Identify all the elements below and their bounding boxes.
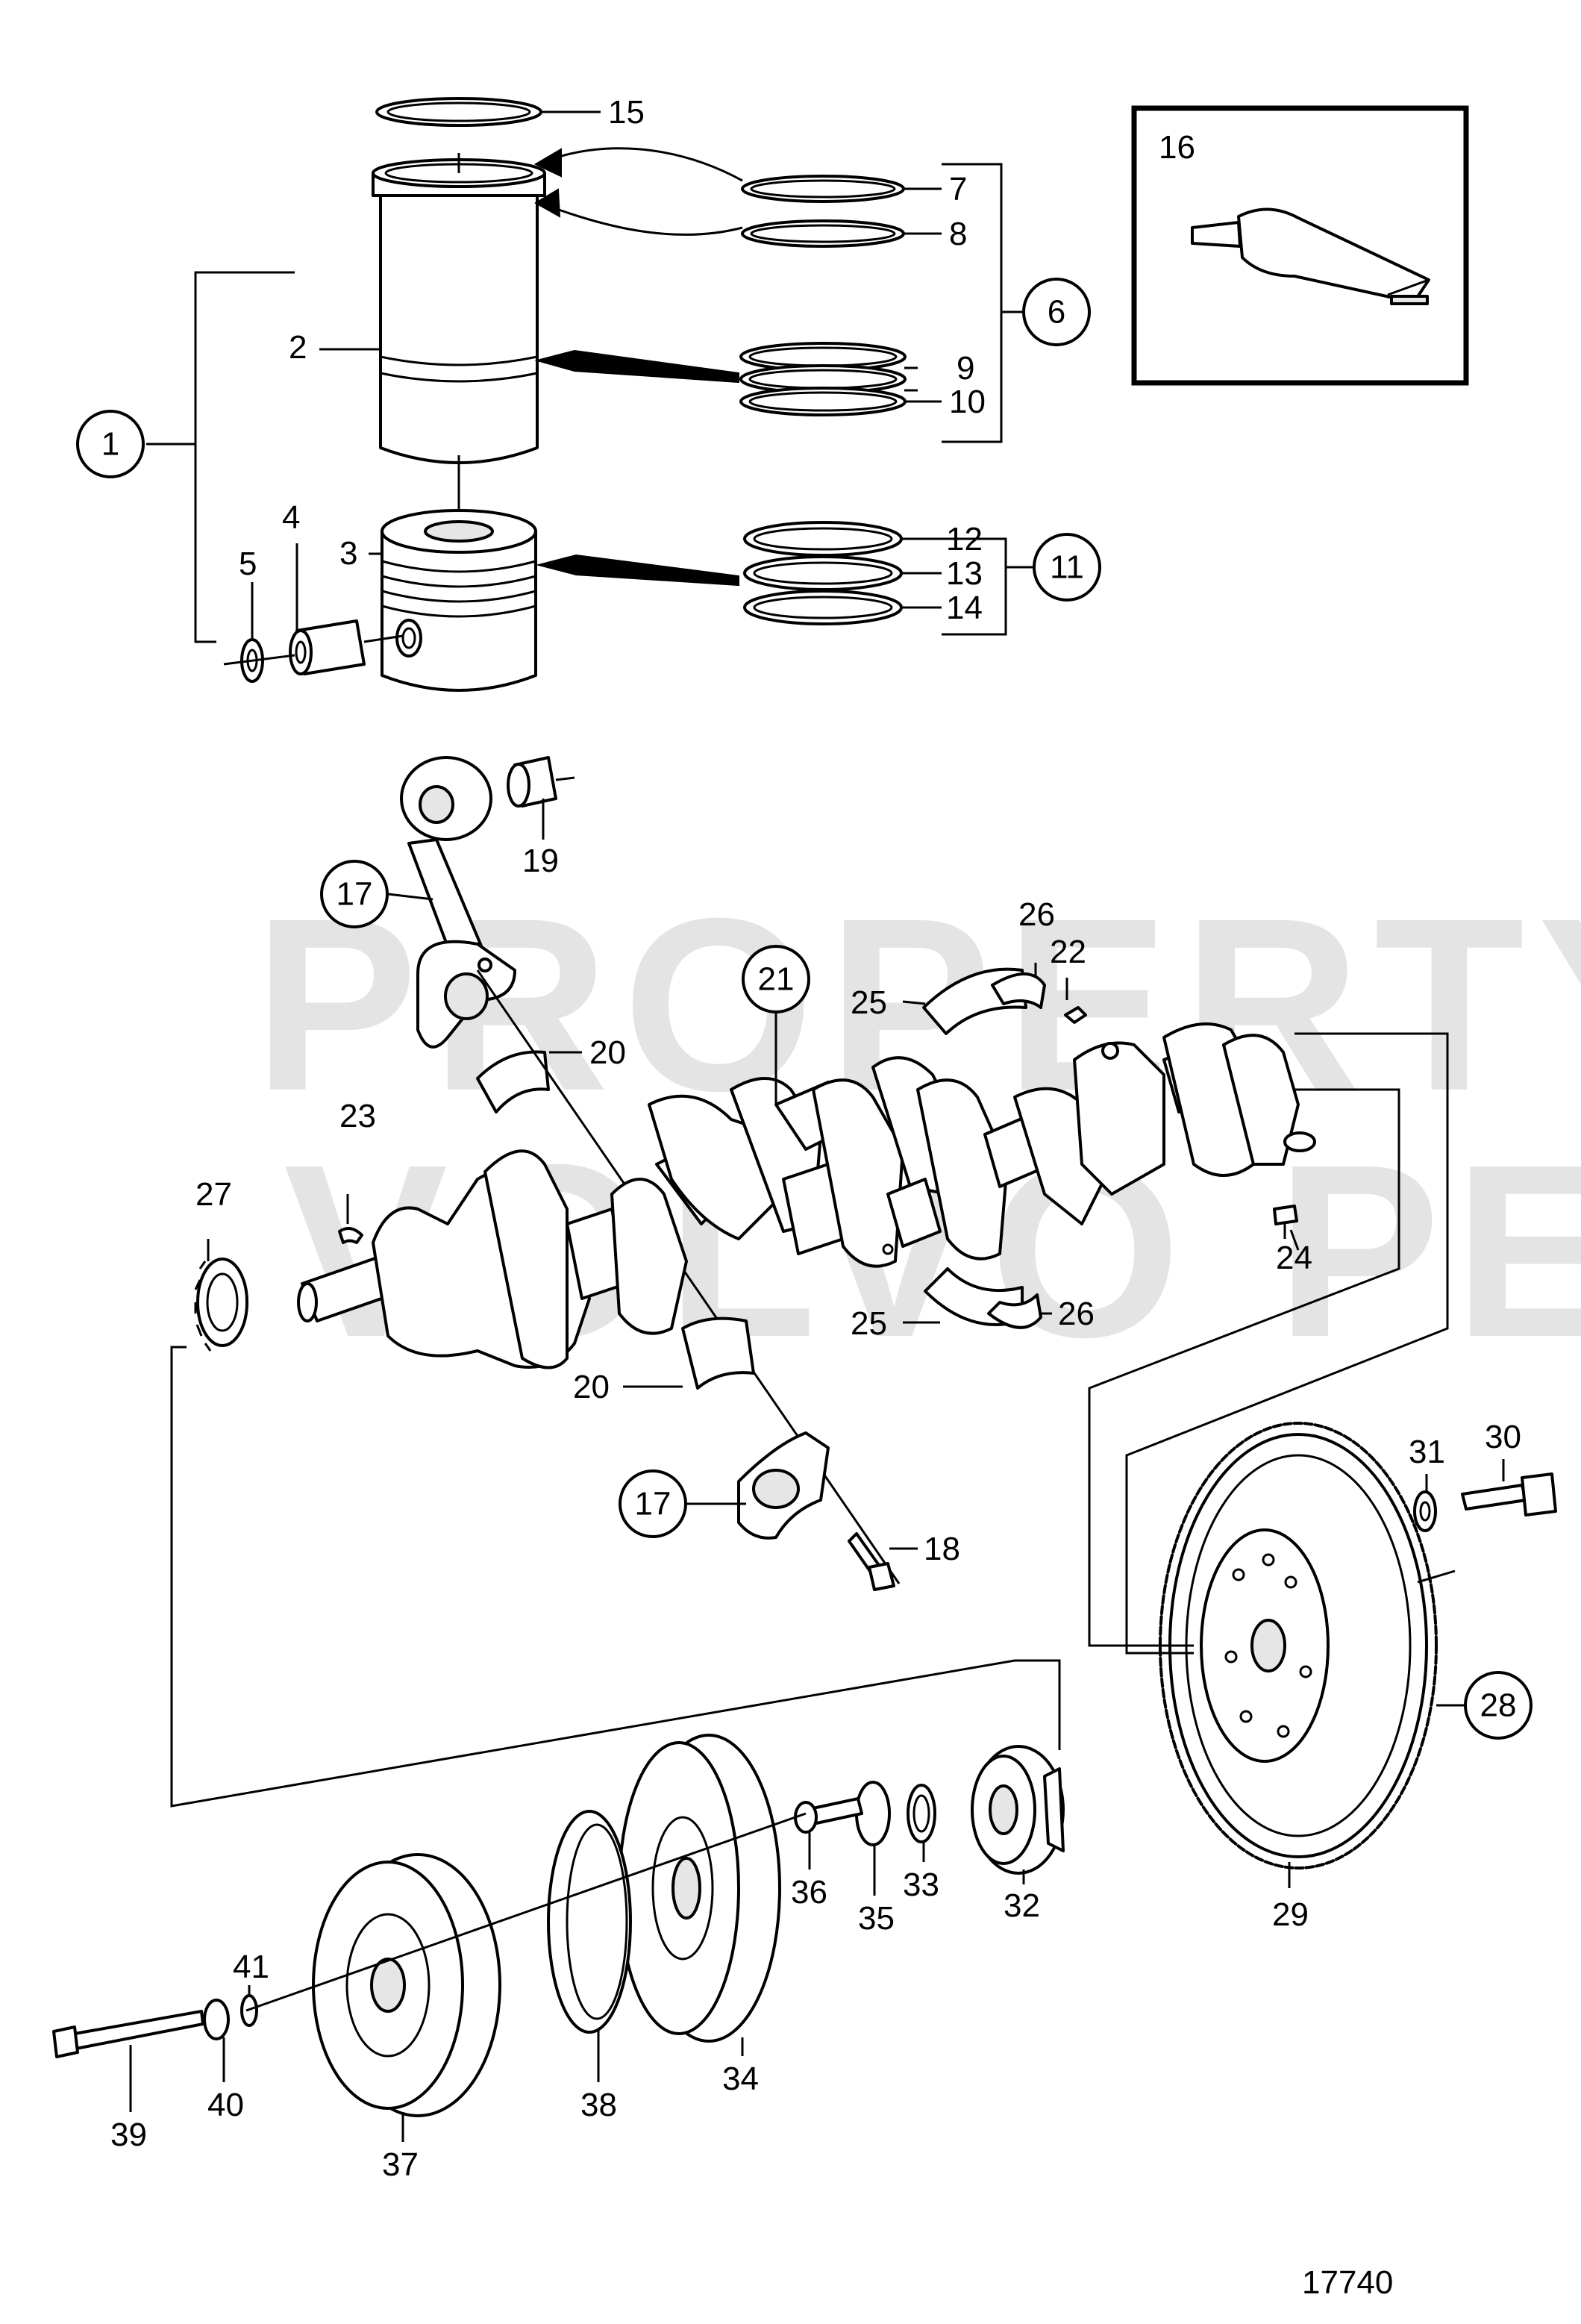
callout-6: 6 [1022, 278, 1091, 346]
callout-12: 12 [946, 521, 983, 557]
callout-33: 33 [903, 1867, 939, 1903]
svg-text:28: 28 [1480, 1687, 1517, 1724]
bracket-1 [146, 271, 295, 643]
callout-32: 32 [1004, 1887, 1040, 1924]
callout-7: 7 [949, 171, 967, 207]
flywheel [1159, 1422, 1438, 1869]
flywheel-bolt [1413, 1472, 1557, 1532]
leaders-pulley [129, 1832, 1025, 2142]
callout-31: 31 [1409, 1434, 1445, 1470]
leaders-crank [207, 963, 1300, 1550]
crank-pulley [312, 1853, 501, 2117]
svg-text:21: 21 [758, 961, 795, 998]
callout-22: 22 [1050, 934, 1086, 970]
cylinder-liner [372, 153, 546, 522]
liner-rings [739, 175, 907, 416]
rod-cap [737, 1431, 895, 1591]
callout-10: 10 [949, 384, 986, 420]
callout-9: 9 [957, 350, 974, 387]
callout-38: 38 [580, 2087, 617, 2123]
spacer-ring [547, 1810, 632, 2034]
callout-25-upper: 25 [851, 984, 887, 1021]
small-end-bushing [507, 756, 575, 808]
hub-ring [907, 1784, 936, 1843]
hub [971, 1745, 1065, 1875]
assembly-arrows [533, 147, 743, 587]
callouts: 1 2 3 4 5 6 7 8 9 10 11 12 13 14 15 16 1… [76, 94, 1533, 2183]
pulley-bolt [52, 1812, 807, 2058]
callout-26-upper: 26 [1018, 896, 1055, 933]
callout-36: 36 [791, 1874, 827, 1911]
callout-41: 41 [233, 1949, 269, 1985]
callout-35: 35 [858, 1900, 895, 1937]
callout-5: 5 [239, 546, 257, 582]
leaders-top [251, 110, 942, 639]
main-bearings [681, 967, 1046, 1390]
pulley-frame-lines [170, 1346, 1061, 1808]
callout-17-rod: 17 [320, 860, 389, 928]
callout-24: 24 [1276, 1240, 1312, 1276]
callout-1: 1 [76, 410, 145, 478]
circlip [223, 638, 295, 683]
callout-37: 37 [382, 2146, 419, 2183]
flywheel-frame-lines [1088, 1032, 1456, 1655]
callout-21: 21 [742, 945, 810, 1013]
svg-text:6: 6 [1048, 294, 1065, 331]
callout-4: 4 [282, 499, 300, 536]
connecting-rod [400, 756, 516, 1049]
callout-18: 18 [924, 1531, 960, 1567]
piston [381, 509, 537, 692]
callout-34: 34 [722, 2061, 759, 2097]
crankshaft [297, 1022, 1316, 1369]
bracket-6 [942, 163, 1024, 443]
crank-gear [194, 1258, 248, 1352]
callout-29: 29 [1272, 1896, 1309, 1933]
sealant-inset-box [1131, 105, 1469, 386]
callout-20-lower: 20 [573, 1369, 610, 1405]
callout-25-lower: 25 [851, 1305, 887, 1342]
callout-20-upper: 20 [589, 1034, 626, 1071]
callout-30: 30 [1485, 1419, 1521, 1455]
callout-14: 14 [946, 590, 983, 626]
keys-and-pins [338, 1006, 1298, 1244]
callout-8: 8 [949, 216, 967, 252]
leaders-flywheel [1288, 1459, 1505, 1888]
callout-23: 23 [339, 1098, 376, 1134]
leaders-rod [387, 799, 901, 1584]
svg-text:11: 11 [1050, 549, 1084, 586]
bracket-11 [942, 537, 1033, 636]
damper-bolt [794, 1797, 863, 1834]
callout-15: 15 [608, 94, 645, 131]
callout-39: 39 [110, 2117, 147, 2153]
callout-40: 40 [207, 2087, 244, 2123]
svg-text:1: 1 [101, 426, 119, 463]
callout-3: 3 [339, 535, 357, 572]
svg-text:17: 17 [336, 876, 373, 913]
callout-16: 16 [1159, 129, 1195, 166]
callout-13: 13 [946, 555, 983, 592]
callout-26-lower: 26 [1058, 1296, 1095, 1332]
figure-number: 17740 [1302, 2264, 1393, 2301]
cylinder-liner-seal-ring [375, 97, 542, 127]
callout-11: 11 [1033, 533, 1101, 602]
callout-17-cap: 17 [619, 1469, 687, 1538]
piston-pin [289, 619, 404, 675]
svg-text:17: 17 [635, 1486, 671, 1522]
piston-rings [743, 521, 903, 625]
vibration-damper [618, 1734, 781, 2043]
callout-2: 2 [289, 329, 307, 366]
callout-19: 19 [522, 843, 559, 879]
callout-28: 28 [1464, 1671, 1533, 1740]
callout-27: 27 [195, 1176, 232, 1213]
